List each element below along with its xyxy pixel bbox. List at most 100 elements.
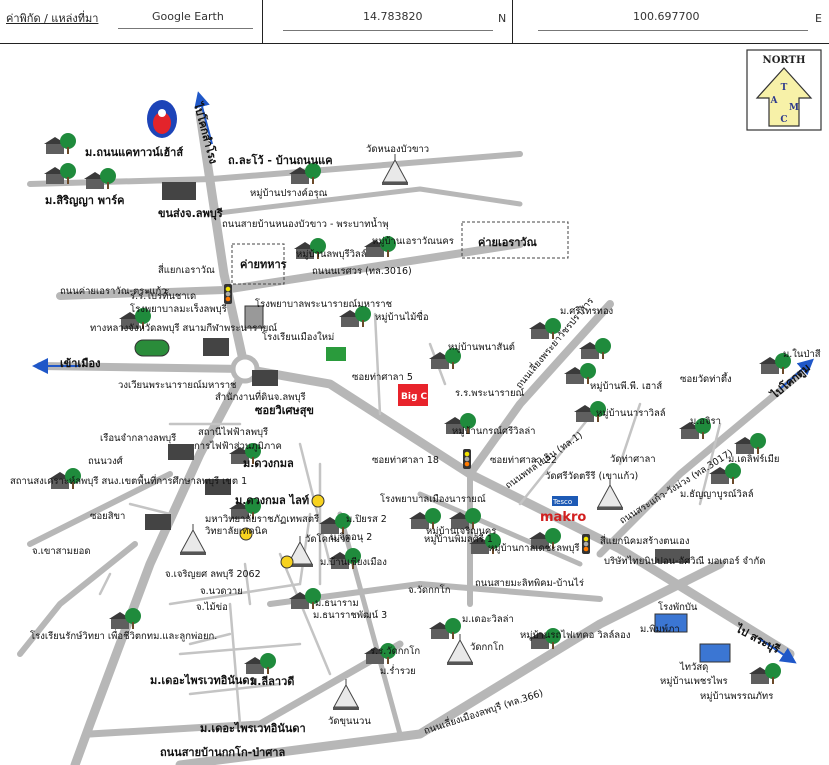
label-village-charoen: หมู่บ้านเจริญนคร	[426, 526, 496, 537]
roundabout	[230, 354, 260, 384]
bigc-icon	[398, 384, 428, 406]
label-intersection: ถ.ละโว้ - บ้านถนนแค	[228, 153, 333, 167]
label-wat-sri-wat: วัดศรีวัดตรีรี (เขาแก้ว)	[545, 470, 638, 482]
label-soi-wisetsuk: ซอยวิเศษสุข	[255, 404, 314, 418]
label-village-kaeo: หมู่บ้านกาลเดชะลพบุรี	[488, 542, 579, 554]
camp-erawan-box	[461, 221, 569, 259]
house-icon	[734, 433, 766, 454]
label-road-camp-erawan: ถนนค่ายเอราวัณ-ตระแก้ว	[60, 286, 167, 297]
house-icon	[244, 653, 276, 674]
label-m-baan-chiang: ม.บ้านเชียงเมือง	[320, 556, 387, 568]
longitude-direction: E	[815, 12, 822, 25]
tha-khram-icon	[179, 523, 207, 556]
compass: NORTH T A M C	[746, 49, 822, 131]
source-underline	[118, 28, 253, 29]
land-office-icon	[252, 370, 278, 386]
label-m-rama: ม.ร่ำรวย	[380, 664, 416, 677]
camp-erawan-label: ค่ายเอราวัณ	[478, 236, 538, 249]
army-camp-label: ค่ายทหาร	[240, 258, 287, 271]
company-icon	[655, 549, 690, 563]
label-school-ai: โรงเรียนรักษ์วิทยา เพื่อชีวิตกทม.และลูกพ…	[30, 629, 217, 642]
road-leelawadee	[86, 640, 404, 738]
label-hospital-lopburi: โรงพยาบาลเมืองนารายณ์	[380, 493, 486, 505]
arrow-north-icon	[194, 91, 213, 145]
label-school-new: โรงเรียนเมืองใหม่	[262, 331, 334, 343]
label-hospital-cancer: โรงพยาบาลมะเร็งลพบุรี	[130, 302, 227, 315]
label-chak-khao: จ.เขาสามยอด	[32, 546, 91, 557]
label-village-mai-sue: หมู่บ้านไม้ซื่อ	[375, 310, 429, 323]
label-stadium: ทางหลวงจังหวัดลพบุรี สนามกีฬาพระนารายณ์	[90, 322, 277, 334]
label-m-phimpa: ม.พิมพ์ภา	[640, 623, 680, 635]
label-m-achira: ม.อจิรา	[690, 416, 721, 427]
compass-letter-a: A	[770, 96, 779, 106]
label-road-khok-ko: ถนนสายบ้านกกโก-ป่าศาล	[160, 745, 285, 759]
traffic-signal-icon	[582, 534, 590, 554]
label-thanon-wang: ถนนวงศ์	[88, 455, 123, 467]
label-m-wanna: ม.เดอะวิลล่า	[462, 614, 514, 625]
label-road-nikom: ถนนสายมะลิทพิคม-บ้านไร่	[475, 577, 584, 589]
label-village-pp: หมู่บ้านพี.พี. เฮาส์	[590, 380, 662, 392]
makro-text: makro	[540, 510, 586, 525]
tesco-icon	[552, 496, 578, 506]
label-m-thanon-town: ม.ถนนแคทาวน์เฮ้าส์	[85, 146, 183, 159]
label-m-delight: ม.เดลิฟร์เมีย	[728, 453, 779, 465]
bus-terminal-icon	[162, 182, 196, 200]
label-kro-rin: โรงพักบัน	[658, 601, 698, 613]
house-icon	[579, 338, 611, 359]
source-value: Google Earth	[152, 10, 224, 23]
bigc-text: Big C	[401, 392, 428, 402]
label-to-khok-samrong: ไปโคกสำโรง	[191, 99, 221, 165]
label-police-station: สถานีไฟฟ้าลพบุรี	[198, 426, 268, 438]
label-soi-tha-sala-22: ซอยท่าศาลา 22	[490, 455, 557, 466]
label-m-in-pol: ม.ในป่าสี	[783, 348, 821, 360]
label-village-kran: หมู่บ้านกรณ์ศรีวิลล่า	[452, 425, 536, 437]
label-m-thanthai-3: ม.ธนาราชพัฒน์ 3	[313, 609, 387, 621]
road-bypass-south	[175, 559, 725, 765]
label-soi-tha-sala-18: ซอยท่าศาลา 18	[372, 455, 439, 466]
marker-1-icon	[280, 555, 294, 569]
kro-rin-icon	[654, 613, 688, 633]
latitude-value: 14.783820	[363, 10, 423, 23]
traffic-signal-icon	[463, 449, 471, 469]
building-icons: Big C Tesco makro	[134, 182, 731, 663]
school-new-flag-icon	[326, 347, 346, 361]
label-rs-wat-khok: ร.ร.วัดกกโก	[370, 645, 420, 657]
label-court: เรือนจำกลางลพบุรี	[100, 432, 176, 444]
compass-letter-t: T	[781, 83, 788, 93]
compass-letter-c: C	[780, 115, 787, 125]
marker-2-icon	[239, 527, 253, 541]
label-wat-kok-ko: วัดกกโก	[470, 641, 504, 653]
source-cell: ค่าพิกัด / แหล่งที่มา Google Earth	[0, 0, 263, 43]
label-village-phana: หมู่บ้านพนาสันต์	[448, 341, 515, 353]
wat-nong-bua-icon	[381, 153, 409, 186]
label-soi-wat-tong: ซอยวัดท่าตึ้ง	[680, 372, 732, 385]
house-icon	[109, 608, 141, 629]
label-soi-tha-sala-5: ซอยท่าศาลา 5	[352, 372, 413, 383]
traffic-signal-icon	[224, 284, 232, 304]
label-m-jira: ม.จิตอนุ 2	[330, 532, 372, 543]
label-to-muang: เข้าเมือง	[60, 357, 100, 370]
label-school-sim: วิทยาลัยเทคนิค	[204, 526, 267, 537]
education-office-icon	[145, 514, 171, 530]
house-icon	[44, 133, 76, 154]
label-circle-king: วงเวียนพระนารายณ์มหาราช	[118, 379, 237, 391]
label-nonthawit: ร.ร.ไบรทั้นชาเด	[130, 289, 196, 302]
marker-3-icon	[311, 494, 325, 508]
label-land-office: สำนักงานที่ดินจ.ลพบุรี	[215, 390, 306, 403]
label-m-leelawadee: ม.ลีลาวดี	[250, 675, 294, 688]
house-icon	[84, 168, 116, 189]
label-village-phet: หมู่บ้านเพชรไพร	[660, 675, 728, 687]
ptt-logo-icon	[147, 100, 177, 138]
label-village-wimon: หมู่บ้านพิมลศรี 1	[424, 533, 493, 545]
power-office-icon	[205, 479, 231, 495]
label-m-duang-kamol-tower: ม.ดวงกมล ไลท์	[235, 493, 309, 507]
label-village-pranee: หมู่บ้านปรางค์อรุณ	[250, 187, 328, 199]
label-wat-nong-bua: วัดหนองบัวขาว	[366, 144, 429, 155]
map-canvas: ค่ายทหาร ค่ายเอราวัณ NORTH T A M C	[10, 49, 822, 765]
label-power-office: การไฟฟ้าส่วนภูมิภาค	[194, 440, 282, 452]
label-hospital-king: โรงพยาบาลพระนารายณ์มหาราช	[255, 298, 393, 310]
compass-letter-m: M	[789, 103, 799, 113]
court-icon	[168, 444, 194, 460]
thai-factory-icon	[699, 643, 731, 663]
label-m-srithai: ม.ศรีไทรทอง	[560, 305, 613, 317]
